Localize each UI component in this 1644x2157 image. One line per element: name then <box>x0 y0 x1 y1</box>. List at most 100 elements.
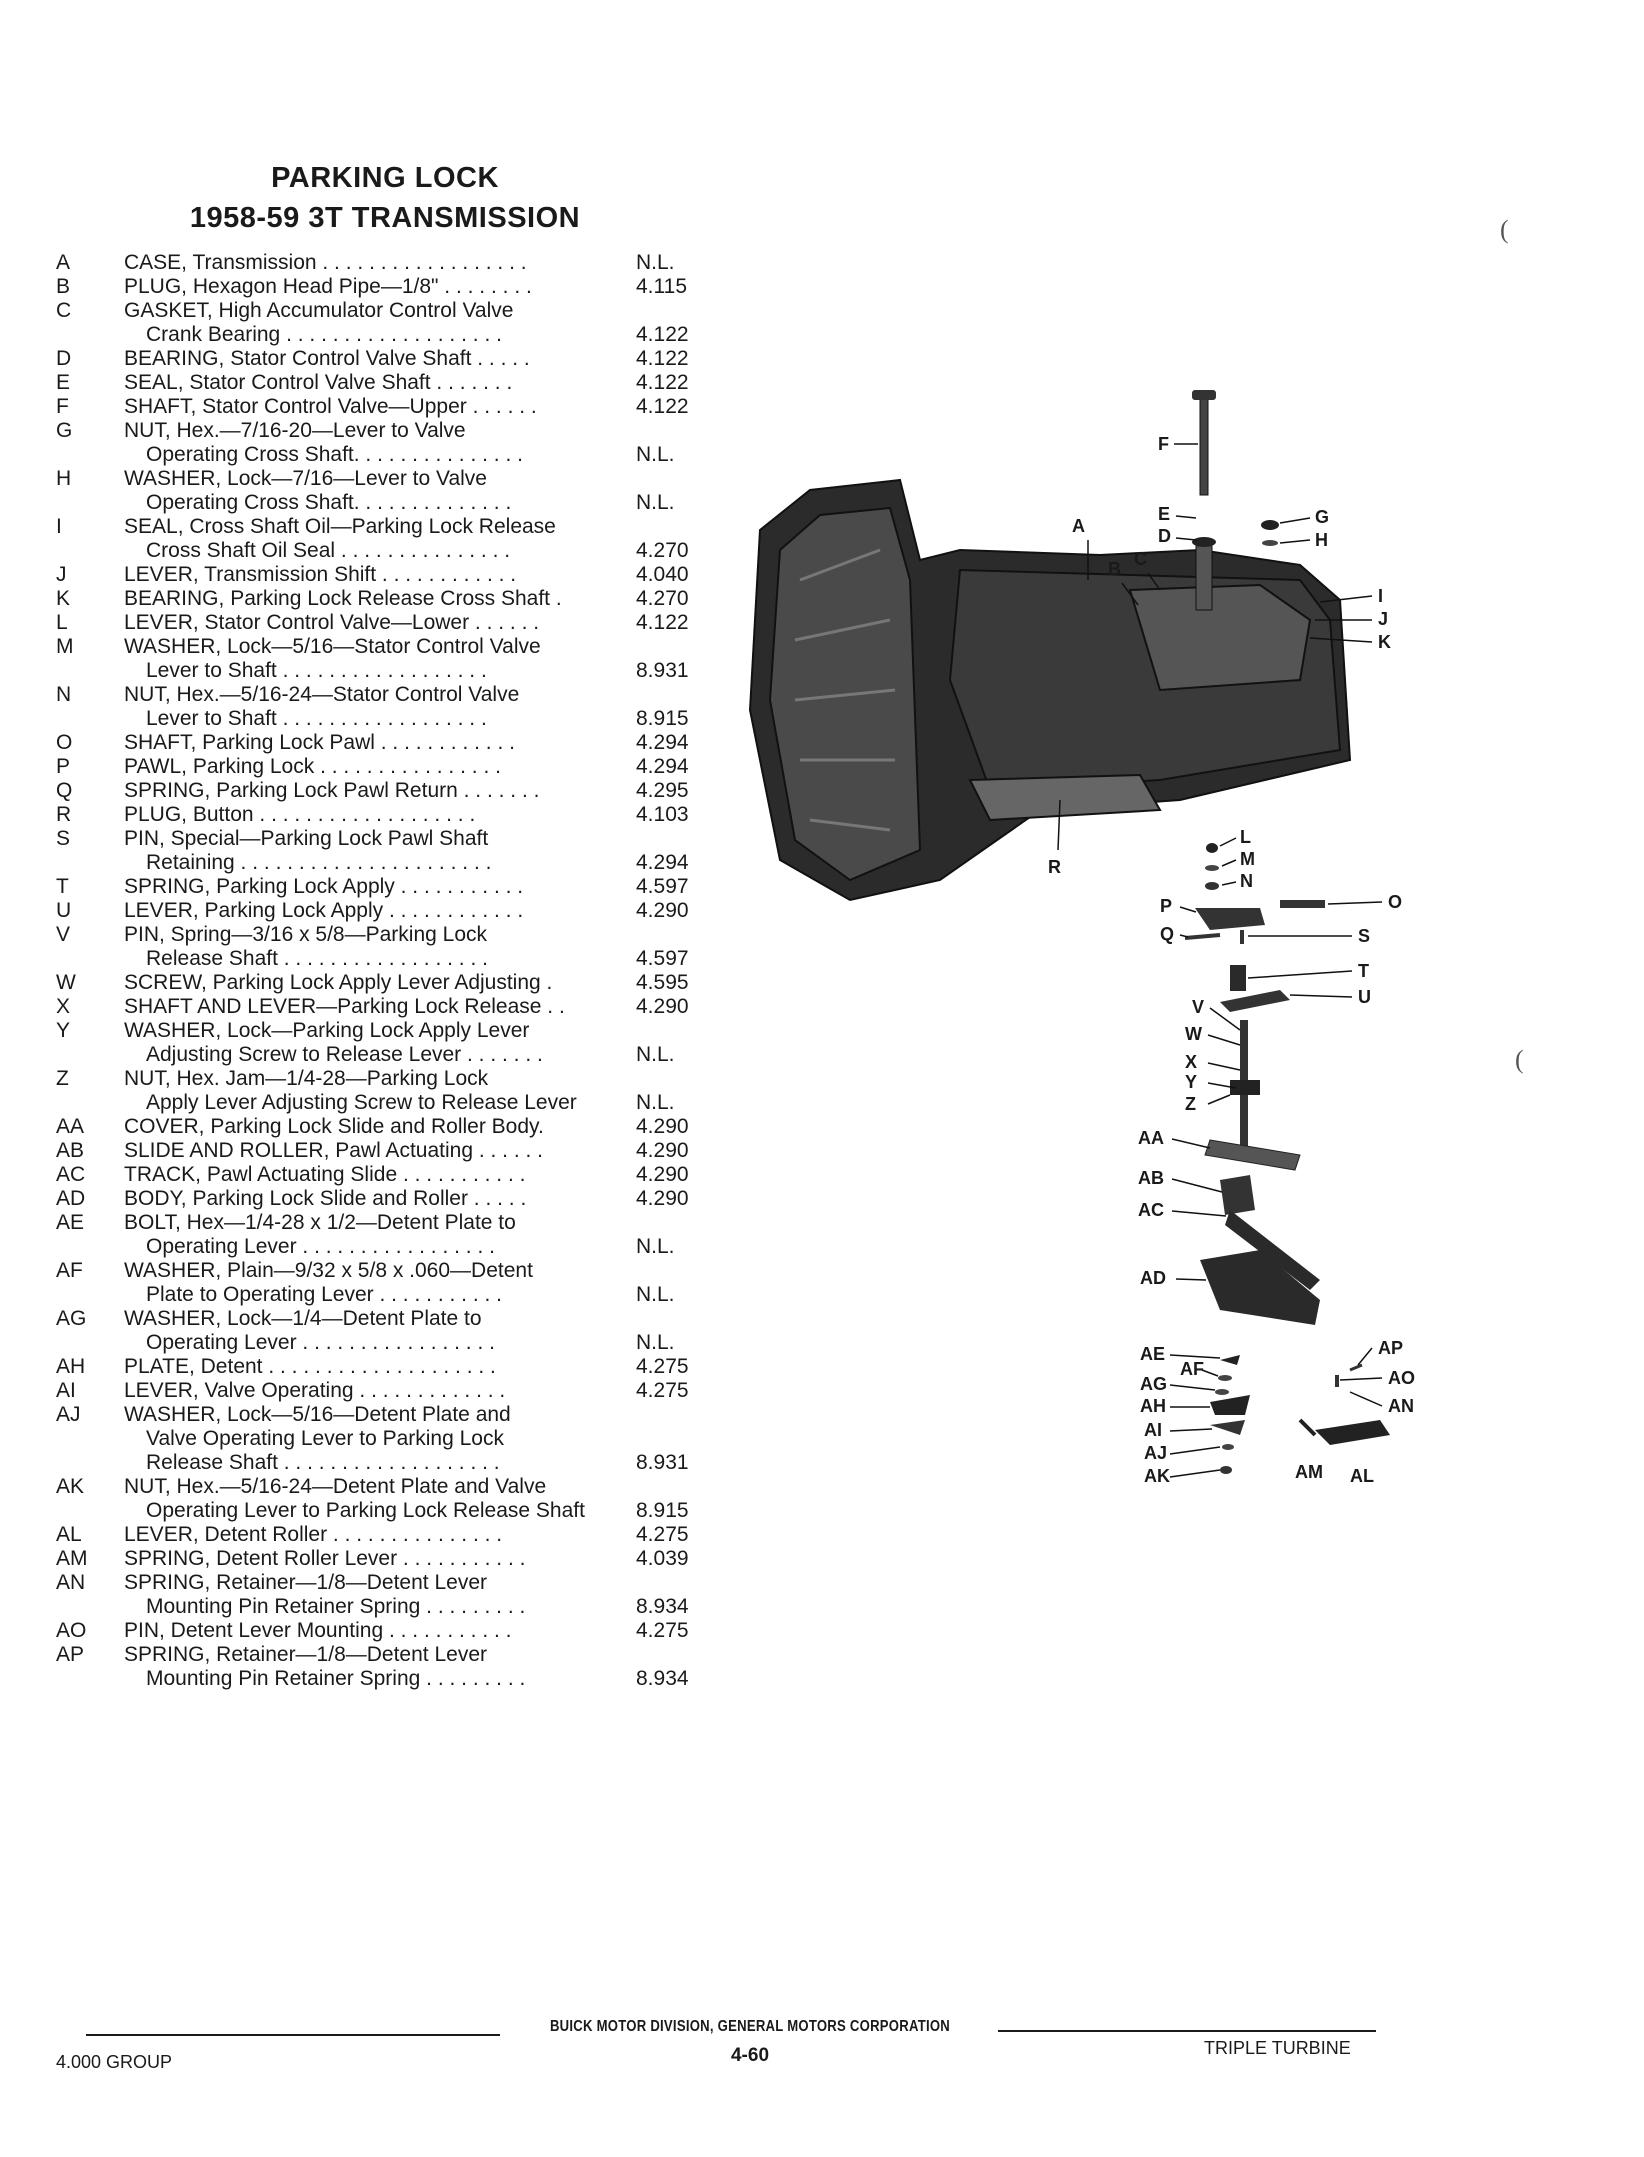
part-group-number: 4.122 <box>636 323 689 346</box>
leader-line <box>1207 1034 1241 1046</box>
callout-label: K <box>1378 632 1391 652</box>
part-group-number: N.L. <box>636 1283 675 1306</box>
part-group-number: 8.915 <box>636 1499 689 1522</box>
callout-label: D <box>1158 526 1171 546</box>
part-description: LEVER, Valve Operating . . . . . . . . .… <box>124 1379 506 1402</box>
part-code: D <box>56 347 72 370</box>
nut-n-shape <box>1205 882 1219 890</box>
part-group-number: 4.275 <box>636 1619 689 1642</box>
part-group-number: N.L. <box>636 251 675 274</box>
part-line: Release Shaft . . . . . . . . . . . . . … <box>56 947 716 971</box>
leader-line <box>1175 537 1197 541</box>
callout-label: AF <box>1180 1359 1204 1379</box>
callout-label: I <box>1378 586 1383 606</box>
leader-line <box>1319 595 1373 603</box>
spring-ap-shape <box>1349 1363 1363 1372</box>
callout-label: X <box>1185 1052 1197 1072</box>
part-line: Mounting Pin Retainer Spring . . . . . .… <box>56 1667 716 1691</box>
upper-shaft-shape <box>1199 394 1209 496</box>
spring-q-shape <box>1184 933 1221 940</box>
part-code: Q <box>56 779 73 802</box>
part-description: GASKET, High Accumulator Control Valve <box>124 299 514 322</box>
part-line: Crank Bearing . . . . . . . . . . . . . … <box>56 323 716 347</box>
part-code: AG <box>56 1307 87 1330</box>
part-code: U <box>56 899 72 922</box>
leader-line <box>1169 1446 1221 1455</box>
leader-line <box>1207 1082 1237 1089</box>
part-group-number: N.L. <box>636 1091 675 1114</box>
part-group-number: 4.122 <box>636 347 689 370</box>
part-group-number: N.L. <box>636 1235 675 1258</box>
part-code: AB <box>56 1139 85 1162</box>
part-code: T <box>56 875 69 898</box>
part-code: AA <box>56 1115 85 1138</box>
part-description: PIN, Detent Lever Mounting . . . . . . .… <box>124 1619 512 1642</box>
part-line: Retaining . . . . . . . . . . . . . . . … <box>56 851 716 875</box>
part-code: J <box>56 563 67 586</box>
part-description: Operating Lever . . . . . . . . . . . . … <box>146 1235 495 1258</box>
part-code: AK <box>56 1475 85 1498</box>
part-description: WASHER, Lock—7/16—Lever to Valve <box>124 467 487 490</box>
part-group-number: 4.290 <box>636 1187 689 1210</box>
callout-label: AM <box>1295 1462 1323 1482</box>
part-description: BEARING, Stator Control Valve Shaft . . … <box>124 347 530 370</box>
part-description: WASHER, Lock—5/16—Stator Control Valve <box>124 635 541 658</box>
part-code: X <box>56 995 71 1018</box>
footer-publisher: BUICK MOTOR DIVISION, GENERAL MOTORS COR… <box>549 2018 951 2035</box>
part-code: I <box>56 515 62 538</box>
callout-label: W <box>1185 1024 1202 1044</box>
part-line: Operating Lever . . . . . . . . . . . . … <box>56 1331 716 1355</box>
part-code: K <box>56 587 71 610</box>
part-description: Lever to Shaft . . . . . . . . . . . . .… <box>146 707 487 730</box>
part-description: SPRING, Parking Lock Pawl Return . . . .… <box>124 779 540 802</box>
part-code: F <box>56 395 69 418</box>
part-group-number: 4.122 <box>636 371 689 394</box>
part-code: AO <box>56 1619 87 1642</box>
part-group-number: 4.275 <box>636 1355 689 1378</box>
cover-aa-shape <box>1204 1139 1301 1171</box>
valve-shaft-shape <box>1195 539 1213 611</box>
part-description: SPRING, Parking Lock Apply . . . . . . .… <box>124 875 524 898</box>
title-line-2: 1958-59 3T TRANSMISSION <box>189 202 581 234</box>
callout-label: AD <box>1140 1268 1166 1288</box>
part-group-number: 4.270 <box>636 587 689 610</box>
callout-label: H <box>1315 530 1328 550</box>
part-group-number: N.L. <box>636 443 675 466</box>
part-description: TRACK, Pawl Actuating Slide . . . . . . … <box>124 1163 526 1186</box>
part-description: Apply Lever Adjusting Screw to Release L… <box>146 1091 577 1114</box>
part-code: AM <box>56 1547 88 1570</box>
leader-line <box>1209 1007 1241 1031</box>
part-description: NUT, Hex.—5/16-24—Stator Control Valve <box>124 683 520 706</box>
part-description: Mounting Pin Retainer Spring . . . . . .… <box>146 1595 526 1618</box>
oil-pan-flange-shape <box>968 773 1162 822</box>
part-code: W <box>56 971 76 994</box>
leader-line <box>1169 1354 1221 1359</box>
part-group-number: 8.931 <box>636 659 689 682</box>
upper-shaft-head-shape <box>1192 390 1216 400</box>
callout-label: M <box>1240 849 1255 869</box>
part-entry: AO PIN, Detent Lever Mounting . . . . . .… <box>56 1619 716 1643</box>
part-code: P <box>56 755 71 778</box>
part-description: Crank Bearing . . . . . . . . . . . . . … <box>146 323 502 346</box>
leader-line <box>1327 901 1383 905</box>
leader-line <box>1339 1377 1383 1381</box>
part-description: PAWL, Parking Lock . . . . . . . . . . .… <box>124 755 501 778</box>
callout-label: N <box>1240 871 1253 891</box>
